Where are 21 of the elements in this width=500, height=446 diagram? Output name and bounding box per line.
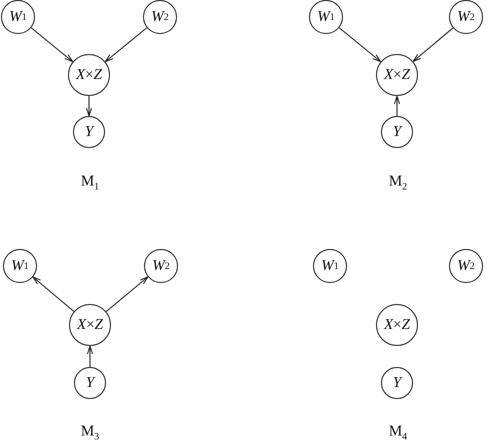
- variable-node: Y: [381, 116, 413, 148]
- variable-node: Y: [74, 367, 106, 399]
- arrow: [86, 96, 92, 116]
- arrow: [32, 276, 74, 312]
- variable-node: X×Z: [376, 54, 418, 96]
- arrow: [394, 96, 400, 116]
- variable-node: X×Z: [376, 304, 418, 346]
- variable-node: Y: [73, 116, 105, 148]
- variable-node: Y: [381, 367, 413, 399]
- arrow: [87, 346, 93, 368]
- model-label: M$_{1}$: [80, 174, 100, 192]
- arrow: [30, 27, 74, 62]
- model-label: M$_{4}$: [388, 424, 408, 442]
- arrow: [412, 27, 454, 62]
- model-label: M$_{2}$: [388, 174, 408, 192]
- model-label: M$_{3}$: [80, 424, 100, 442]
- variable-node: X×Z: [69, 304, 111, 346]
- arrow: [106, 276, 148, 312]
- arrow: [104, 27, 148, 62]
- arrow: [338, 27, 382, 62]
- variable-node: X×Z: [68, 54, 110, 96]
